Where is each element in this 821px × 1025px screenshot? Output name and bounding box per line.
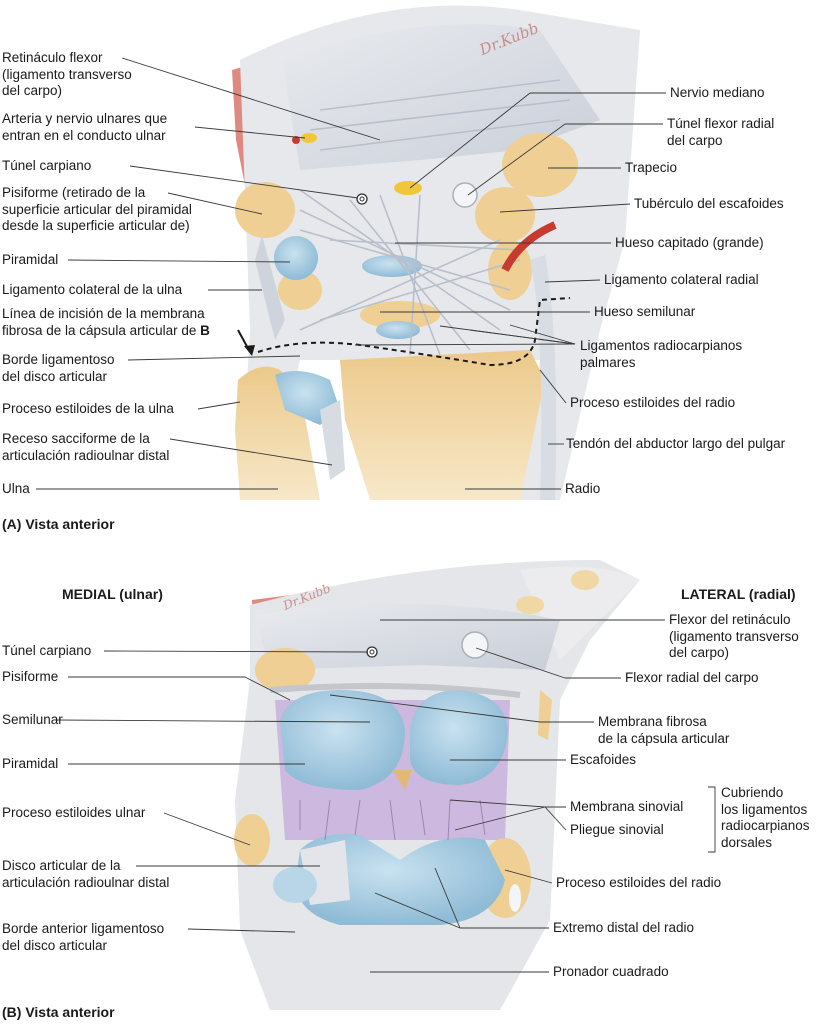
label-ligamento-colateral-radial: Ligamento colateral radial (604, 272, 759, 287)
label-proceso-estiloides-ulna: Proceso estiloides de la ulna (2, 401, 174, 416)
label-retinaculo-flexor: Retináculo flexor (ligamento transverso … (2, 50, 132, 98)
label-radio: Radio (565, 481, 601, 496)
label-proceso-estiloides-radio-a: Proceso estiloides del radio (570, 395, 736, 410)
panel-b-illustration (234, 560, 640, 1010)
label-receso-sacciforme: Receso sacciforme de la articulación rad… (2, 431, 170, 463)
label-proceso-estiloides-radio-b: Proceso estiloides del radio (556, 875, 722, 890)
label-flexor-radial-carpo: Flexor radial del carpo (625, 670, 759, 685)
label-pisiforme-a: Pisiforme (retirado de la superficie art… (2, 185, 192, 233)
label-pronador-cuadrado: Pronador cuadrado (553, 964, 669, 979)
label-piramidal-a: Piramidal (2, 252, 59, 267)
label-tendon-abductor: Tendón del abductor largo del pulgar (566, 436, 786, 451)
label-escafoides: Escafoides (570, 752, 637, 767)
label-hueso-semilunar: Hueso semilunar (594, 304, 696, 319)
label-pisiforme-b: Pisiforme (2, 669, 59, 684)
incision-ref-b: B (200, 322, 210, 338)
label-arteria-nervio-ulnares: Arteria y nervio ulnares que entran en e… (2, 111, 168, 143)
label-tuberculo-escafoides: Tubérculo del escafoides (634, 196, 784, 211)
label-membrana-sinovial: Membrana sinovial (570, 799, 684, 814)
label-borde-ligamentoso: Borde ligamentoso del disco articular (2, 352, 115, 384)
label-pliegue-sinovial: Pliegue sinovial (570, 822, 664, 837)
label-ulna: Ulna (2, 481, 30, 496)
label-proceso-estiloides-ulnar: Proceso estiloides ulnar (2, 805, 146, 820)
label-tunel-carpiano-b: Túnel carpiano (2, 643, 92, 658)
label-bracket-cubriendo: Cubriendo los ligamentos radiocarpianos … (721, 785, 810, 850)
panel-a-leaders (36, 57, 666, 490)
label-extremo-distal-radio: Extremo distal del radio (553, 920, 695, 935)
label-disco-articular: Disco articular de la articulación radio… (2, 858, 170, 890)
panel-a-illustration (232, 5, 640, 501)
label-semilunar: Semilunar (2, 712, 63, 727)
label-lateral: LATERAL (radial) (681, 586, 796, 602)
label-trapecio: Trapecio (625, 160, 678, 175)
label-nervio-mediano: Nervio mediano (670, 85, 765, 100)
label-tunel-flexor-radial: Túnel flexor radial del carpo (667, 116, 775, 148)
label-flexor-retinaculo: Flexor del retináculo (ligamento transve… (669, 612, 799, 660)
label-ligamentos-radiocarpianos: Ligamentos radiocarpianos palmares (580, 338, 743, 370)
label-medial: MEDIAL (ulnar) (62, 586, 163, 602)
label-linea-incision: Línea de incisión de la membrana fibrosa… (2, 306, 210, 338)
label-hueso-capitado: Hueso capitado (grande) (615, 235, 764, 250)
label-ligamento-colateral-ulna: Ligamento colateral de la ulna (2, 282, 183, 297)
label-borde-anterior: Borde anterior ligamentoso del disco art… (2, 921, 165, 953)
label-tunel-carpiano-a: Túnel carpiano (2, 158, 92, 173)
caption-panel-b: (B) Vista anterior (2, 1004, 115, 1020)
label-piramidal-b: Piramidal (2, 756, 59, 771)
label-membrana-fibrosa: Membrana fibrosa de la cápsula articular (598, 714, 730, 746)
caption-panel-a: (A) Vista anterior (2, 516, 115, 532)
panel-b-leaders (55, 619, 716, 973)
